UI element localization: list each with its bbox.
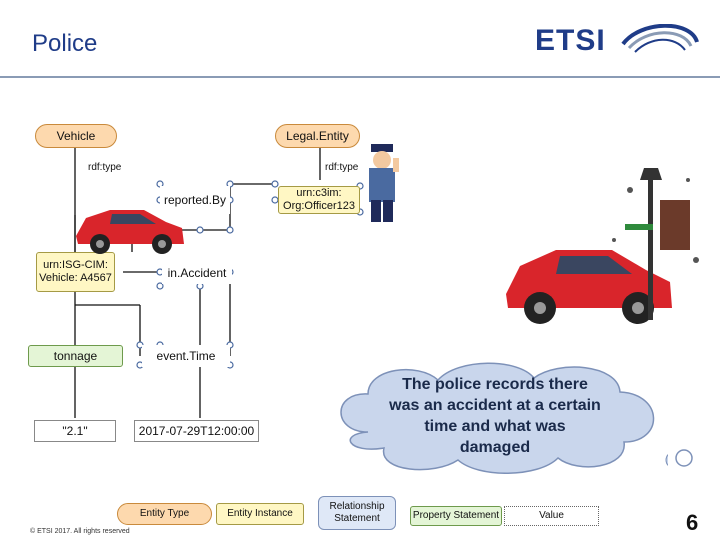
copyright-footer: © ETSI 2017. All rights reserved [30, 528, 130, 535]
title-separator [0, 76, 720, 78]
explanation-cloud [340, 362, 668, 474]
legend-relationship-statement: Relationship Statement [318, 496, 396, 530]
legend-value: Value [504, 506, 599, 526]
event-time-relationship: event.Time [142, 345, 230, 367]
car-illustration-small [76, 210, 184, 254]
rdf-type-label-right: rdf:type [325, 162, 359, 173]
police-officer-illustration [369, 144, 399, 222]
officer-instance: urn:c3im: Org:Officer123 [278, 186, 360, 214]
car-illustration-large [506, 250, 672, 324]
etsi-logo-text: ETSI [535, 24, 606, 57]
legend-entity-type: Entity Type [117, 503, 212, 525]
legend-entity-instance: Entity Instance [216, 503, 304, 525]
etsi-logo: ETSI [535, 20, 700, 72]
in-accident-relationship: in.Accident [162, 262, 232, 284]
etsi-swoosh-icon [621, 24, 699, 53]
cloud-bubble-icon [675, 449, 693, 467]
event-time-value: 2017-07-29T12:00:00 [134, 420, 259, 442]
vehicle-class: Vehicle [35, 124, 117, 148]
legend-property-statement: Property Statement [410, 506, 502, 526]
rdf-type-label-left: rdf:type [88, 162, 122, 173]
vehicle-instance: urn:ISG-CIM: Vehicle: A4567 [36, 252, 115, 292]
cloud-text: The police records there was an accident… [389, 376, 601, 456]
slide-title: Police [32, 30, 98, 57]
reported-by-relationship: reported.By [160, 186, 230, 214]
page-number: 6 [686, 510, 699, 535]
tonnage-value: "2.1" [34, 420, 116, 442]
street-scene-illustration [612, 168, 699, 320]
tonnage-property: tonnage [28, 345, 123, 367]
legal-entity-class: Legal.Entity [275, 124, 360, 148]
